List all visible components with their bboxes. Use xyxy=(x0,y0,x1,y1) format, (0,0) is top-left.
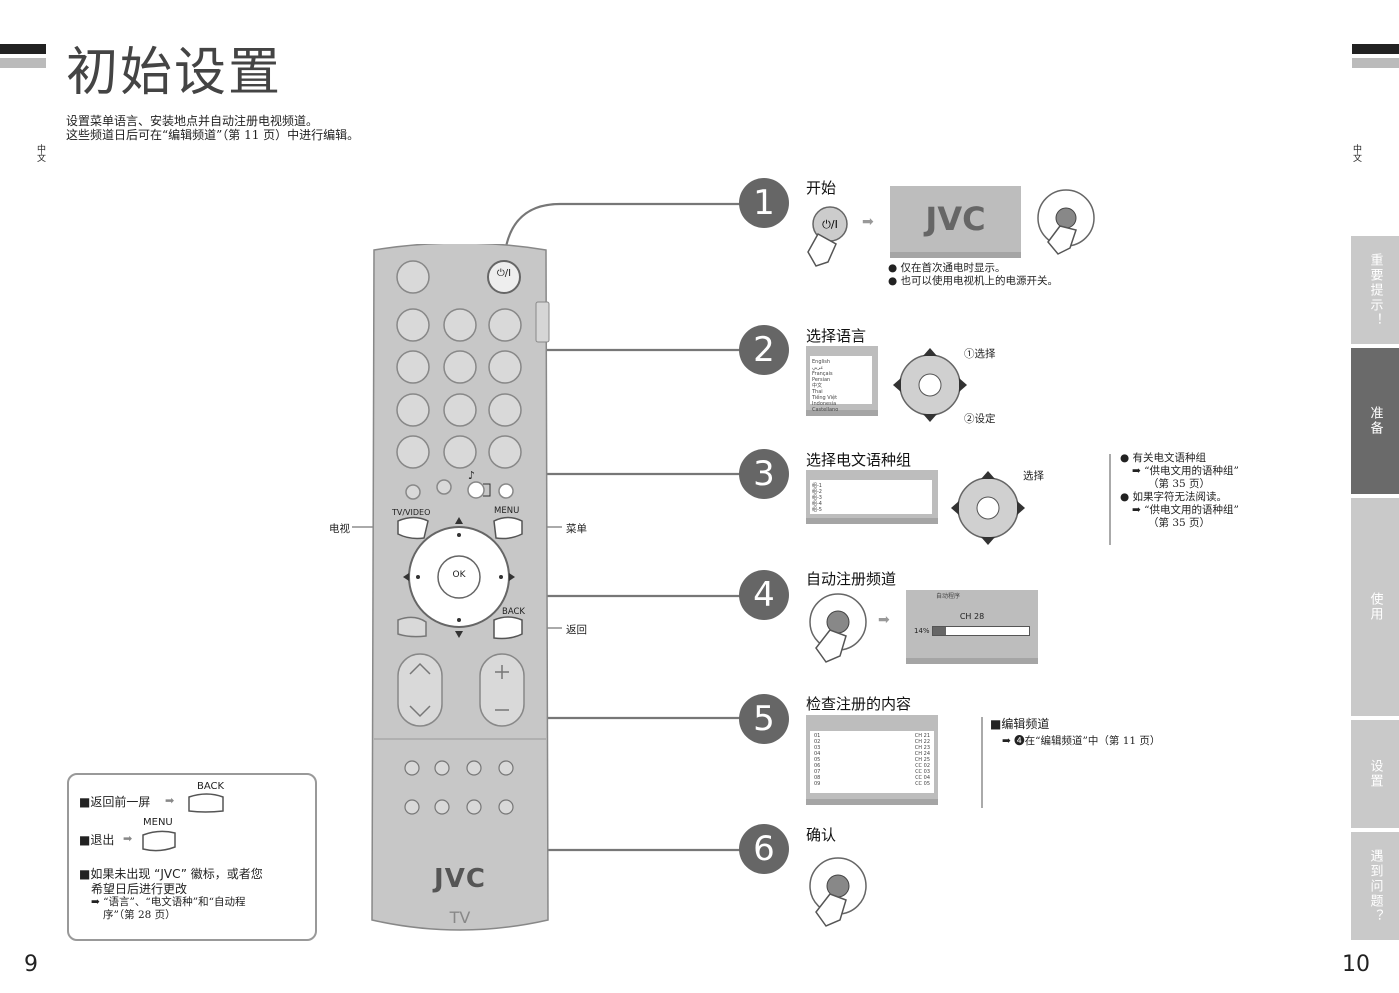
page-number-left: 9 xyxy=(24,952,38,977)
list-item: Tiếng Việt xyxy=(812,395,838,401)
list-item: 组-2 xyxy=(812,489,822,495)
menu-label: MENU xyxy=(494,506,520,516)
step-number-4: 4 xyxy=(739,570,789,620)
tv-video-label: TV/VIDEO xyxy=(392,508,431,517)
step-1-notes: ● 仅在首次通电时显示。 ● 也可以使用电视机上的电源开关。 xyxy=(888,262,1058,287)
list-item: Thai xyxy=(812,389,823,395)
list-item: Indonesia xyxy=(812,401,837,407)
tab-preparation[interactable]: 准备 xyxy=(1351,348,1399,494)
language-label: 中文 xyxy=(35,144,45,162)
step-5-title: 检查注册的内容 xyxy=(806,695,912,713)
remote-tv-label: TV xyxy=(449,908,471,927)
remote-control: ⏻/I ♪ TV/VIDEO MENU BACK OK JVC TV xyxy=(370,242,550,934)
callout-tv: 电视 xyxy=(329,523,350,535)
remote-brand-logo: JVC xyxy=(434,864,486,894)
list-item: 组-1 xyxy=(812,483,822,489)
list-item: Français xyxy=(812,371,833,377)
progress-bar xyxy=(932,626,1030,636)
arrow-right-icon: ➡ xyxy=(878,612,890,628)
label-select: ①选择 xyxy=(964,348,996,360)
back-button-icon xyxy=(188,793,224,813)
power-hand-icon: ⏻/I xyxy=(807,206,848,267)
step-number-2: 2 xyxy=(739,325,789,375)
tab-usage[interactable]: 使用 xyxy=(1351,498,1399,716)
list-item: 中文 xyxy=(812,383,823,389)
step-1-title: 开始 xyxy=(806,179,837,197)
list-item: Persian xyxy=(812,377,831,383)
jvc-startup-screen: JVC xyxy=(890,186,1021,258)
list-item: 组-4 xyxy=(812,501,822,507)
edit-channel-title: ■编辑频道 xyxy=(990,717,1050,731)
back-label: BACK xyxy=(502,607,526,617)
ok-button[interactable]: OK xyxy=(452,570,466,580)
step-4-title: 自动注册频道 xyxy=(806,570,897,588)
power-button[interactable]: ⏻/I xyxy=(496,268,512,279)
tab-settings[interactable]: 设置 xyxy=(1351,720,1399,828)
arrow-right-icon: ➡ xyxy=(165,794,175,807)
step-number-6: 6 xyxy=(739,824,789,874)
language-label: 中文 xyxy=(1351,144,1361,162)
music-note-icon: ♪ xyxy=(468,469,476,482)
list-item: عربي xyxy=(812,365,824,371)
list-item: 组-3 xyxy=(812,495,822,501)
intro-text: 设置菜单语言、安装地点并自动注册电视频道。 这些频道日后可在“编辑频道”（第 1… xyxy=(66,114,360,142)
menu-button-icon xyxy=(142,830,176,852)
arrow-right-icon: ➡ xyxy=(862,214,874,230)
step-number-3: 3 xyxy=(739,449,789,499)
step-6-title: 确认 xyxy=(806,826,837,844)
step-number-5: 5 xyxy=(739,694,789,744)
label-select: 选择 xyxy=(1023,470,1044,482)
help-box: ■返回前一屏 ➡ BACK ■退出 ➡ MENU ■如果未出现 “JVC” 徽标… xyxy=(67,773,317,941)
callout-back: 返回 xyxy=(566,624,587,636)
callout-menu: 菜单 xyxy=(566,523,587,535)
dpad-select-icon xyxy=(893,348,967,422)
tab-troubleshooting[interactable]: 遇到问题？ xyxy=(1351,832,1399,940)
tab-important[interactable]: 重要提示！ xyxy=(1351,236,1399,344)
step-2-title: 选择语言 xyxy=(806,327,867,345)
list-item: Castellano xyxy=(812,407,839,413)
edit-channel-ref: ➡ ❹在“编辑频道”中（第 11 页） xyxy=(1002,735,1161,747)
step-number-1: 1 xyxy=(739,178,789,228)
ok-dpad-hand-icon xyxy=(809,857,867,927)
ok-dpad-hand-icon xyxy=(809,593,867,663)
header-bar xyxy=(0,44,46,54)
list-item: 组-5 xyxy=(812,507,822,513)
page-title: 初始设置 xyxy=(66,43,283,103)
header-bar-light xyxy=(1352,58,1399,68)
dpad-select-icon xyxy=(951,471,1025,545)
svg-text:⏻/I: ⏻/I xyxy=(822,218,838,231)
auto-program-screen: 自动程序 CH 28 14% xyxy=(906,590,1038,664)
header-bar xyxy=(1352,44,1399,54)
page-number-right: 10 xyxy=(1342,952,1370,977)
arrow-right-icon: ➡ xyxy=(123,832,133,845)
header-bar-light xyxy=(0,58,46,68)
step-3-side-notes: ● 有关电文语种组 ➡ “供电文用的语种组” （第 35 页） ● 如果字符无法… xyxy=(1120,452,1239,529)
ok-dpad-hand-icon xyxy=(1037,189,1095,255)
list-item: English xyxy=(812,359,831,365)
step-3-title: 选择电文语种组 xyxy=(806,451,912,469)
label-set: ②设定 xyxy=(964,413,996,425)
